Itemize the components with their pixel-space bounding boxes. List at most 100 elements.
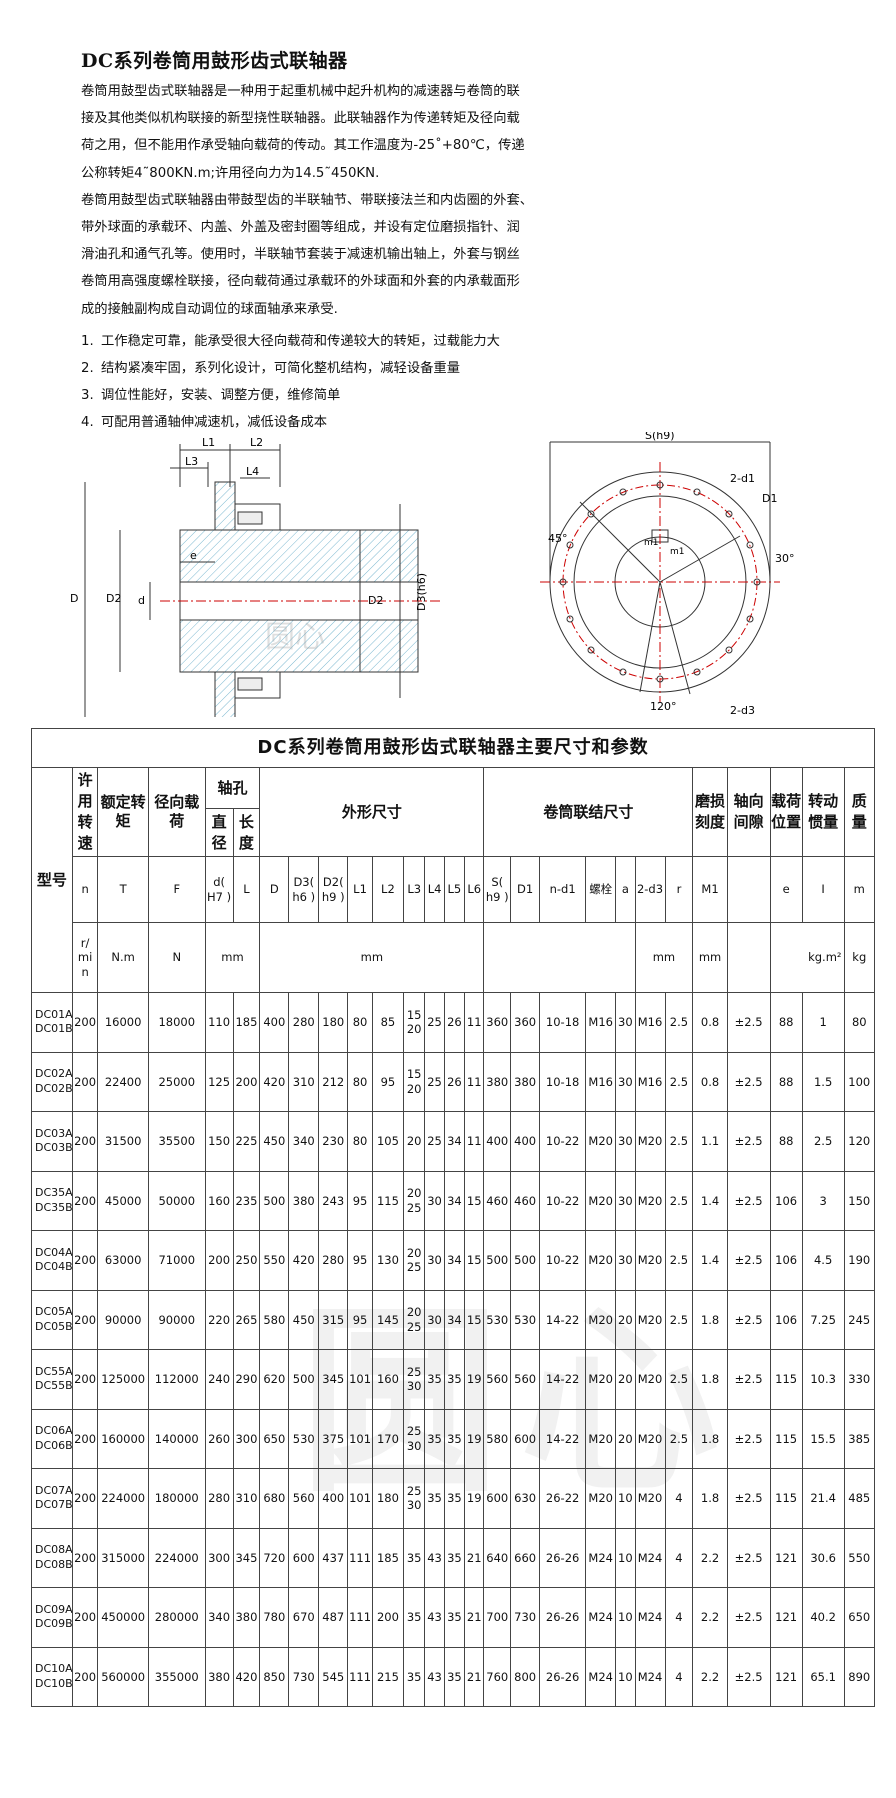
cell-t: 63000	[97, 1230, 149, 1291]
cell-l: 310	[232, 1468, 261, 1529]
cell-nd1: 26-26	[539, 1587, 587, 1648]
cell-l2: 160	[371, 1349, 404, 1410]
cell-m1: 0.8	[692, 1051, 728, 1112]
cell-gap: ±2.5	[726, 1230, 771, 1291]
header-model: 型号	[31, 767, 73, 993]
cell-t: 16000	[97, 992, 149, 1053]
header-bore: 轴孔	[204, 767, 261, 809]
dim-label-s: S(h9)	[645, 432, 675, 442]
cell-f: 112000	[147, 1349, 206, 1410]
cell-model: DC02A DC02B	[31, 1051, 73, 1112]
cell-nd1: 14-22	[539, 1289, 587, 1350]
cell-t: 160000	[97, 1408, 149, 1469]
cell-d3: M20	[634, 1408, 666, 1469]
cell-m1: 1.4	[692, 1230, 728, 1291]
cell-a: 30	[615, 1111, 636, 1172]
dim-label-d2: D2	[106, 592, 121, 605]
cell-f: 25000	[147, 1051, 206, 1112]
cell-d2: 437	[318, 1527, 349, 1588]
cell-l: 420	[232, 1646, 261, 1707]
cell-t: 45000	[97, 1170, 149, 1231]
cell-l4: 30	[424, 1289, 445, 1350]
cell-model: DC10A DC10B	[31, 1646, 73, 1707]
cell-model: DC04A DC04B	[31, 1230, 73, 1291]
cell-l6: 15	[464, 1230, 485, 1291]
cell-l3: 25 30	[402, 1468, 426, 1529]
cell-bolt: M20	[585, 1111, 617, 1172]
cell-l2: 185	[371, 1527, 404, 1588]
cell-r: 2.5	[664, 992, 694, 1053]
cell-t: 22400	[97, 1051, 149, 1112]
cell-r: 2.5	[664, 1408, 694, 1469]
cell-l3: 20 25	[402, 1170, 426, 1231]
cell-l3: 35	[402, 1587, 426, 1648]
cell-a: 30	[615, 992, 636, 1053]
cell-f: 50000	[147, 1170, 206, 1231]
cell-d3: M20	[634, 1468, 666, 1529]
cell-e: 115	[769, 1408, 803, 1469]
cell-l3: 25 30	[402, 1408, 426, 1469]
cell-s: 760	[483, 1646, 512, 1707]
cell-d3: M20	[634, 1349, 666, 1410]
cell-f: 71000	[147, 1230, 206, 1291]
cell-l6: 11	[464, 992, 485, 1053]
intro-line: 卷筒用高强度螺栓联接，径向载荷通过承载环的外球面和外套的内承载面形	[81, 274, 520, 290]
cell-l: 185	[232, 992, 261, 1053]
cell-i: 4.5	[801, 1230, 845, 1291]
cell-nd1: 14-22	[539, 1349, 587, 1410]
cell-nd1: 10-18	[539, 1051, 587, 1112]
side-view	[84, 444, 440, 717]
cell-d: 380	[204, 1646, 234, 1707]
feature-number: 4.	[81, 415, 94, 430]
cell-l4: 43	[424, 1587, 445, 1648]
sym-d3: D3( h6 )	[288, 856, 320, 923]
cell-n: 200	[71, 1051, 99, 1112]
cell-a: 10	[615, 1587, 636, 1648]
feature-item: 2.结构紧凑牢固，系列化设计，可简化整机结构，减轻设备重量	[81, 355, 500, 382]
sym-d: d( H7 )	[204, 856, 234, 923]
feature-item: 4.可配用普通轴伸减速机，减低设备成本	[81, 409, 500, 436]
cell-l2: 200	[371, 1587, 404, 1648]
cell-r: 2.5	[664, 1349, 694, 1410]
cell-e: 88	[769, 1051, 803, 1112]
cell-l1: 95	[347, 1170, 373, 1231]
sym-l2: L2	[371, 856, 404, 923]
cell-l1: 80	[347, 1111, 373, 1172]
header-torque: 额定转矩	[97, 767, 149, 857]
sym-m1: M1	[692, 856, 728, 923]
intro-line: 滑油孔和通气孔等。使用时，半联轴节套装于减速机输出轴上，外套与钢丝	[81, 247, 520, 263]
cell-l2: 95	[371, 1051, 404, 1112]
cell-d: 650	[259, 1408, 290, 1469]
sym-r: r	[664, 856, 694, 923]
cell-l4: 30	[424, 1230, 445, 1291]
cell-d: 220	[204, 1289, 234, 1350]
cell-l4: 30	[424, 1170, 445, 1231]
cell-r: 4	[664, 1646, 694, 1707]
cell-d: 420	[259, 1051, 290, 1112]
cell-d3: 310	[288, 1051, 320, 1112]
sym-a: a	[615, 856, 636, 923]
cell-n: 200	[71, 1408, 99, 1469]
cell-model: DC55A DC55B	[31, 1349, 73, 1410]
cell-d1: 400	[510, 1111, 541, 1172]
cell-l1: 101	[347, 1408, 373, 1469]
dim-label-m1: m1	[644, 538, 659, 548]
feature-list: 1.工作稳定可靠，能承受很大径向载荷和传递较大的转矩，过载能力大 2.结构紧凑牢…	[81, 328, 500, 436]
cell-d2: 400	[318, 1468, 349, 1529]
cell-d: 850	[259, 1646, 290, 1707]
cell-r: 2.5	[664, 1170, 694, 1231]
cell-m: 100	[843, 1051, 876, 1112]
cell-e: 106	[769, 1170, 803, 1231]
cell-s: 700	[483, 1587, 512, 1648]
cell-bolt: M20	[585, 1408, 617, 1469]
dim-label-d1: D1	[762, 492, 777, 505]
cell-l5: 34	[443, 1289, 466, 1350]
sym-l1: L1	[347, 856, 373, 923]
cell-l5: 26	[443, 1051, 466, 1112]
sym-m: m	[843, 856, 876, 923]
cell-d2: 243	[318, 1170, 349, 1231]
cell-s: 500	[483, 1230, 512, 1291]
cell-nd1: 26-26	[539, 1527, 587, 1588]
